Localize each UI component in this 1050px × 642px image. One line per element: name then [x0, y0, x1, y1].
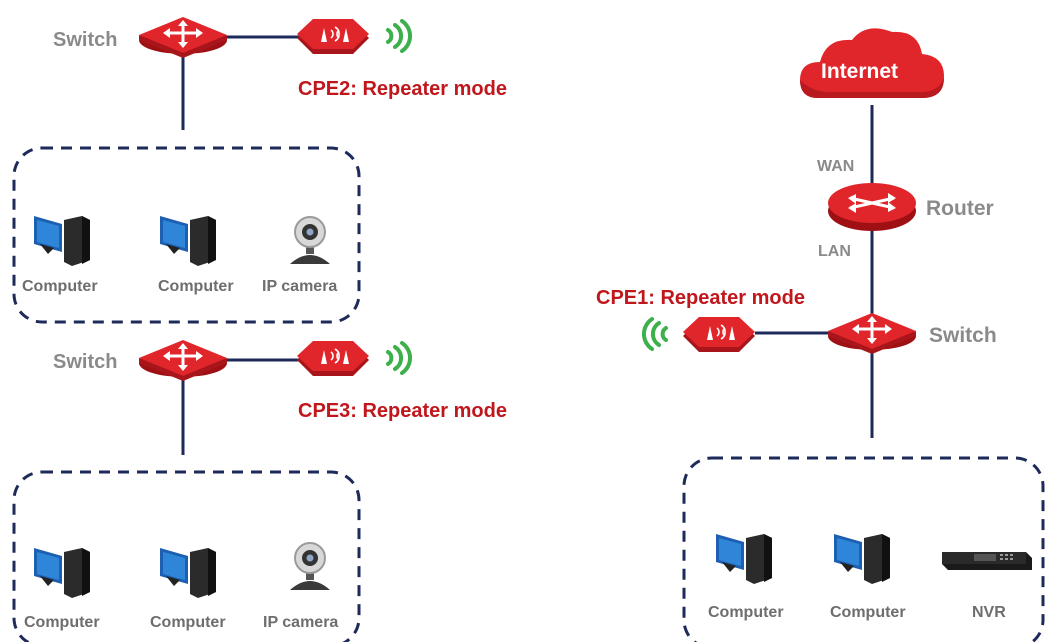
lan-label: LAN	[818, 243, 851, 260]
wifi-waves-icon	[386, 19, 412, 53]
cpe2-label: CPE2: Repeater mode	[298, 78, 507, 100]
cloud-icon	[800, 28, 944, 98]
switch-top-label: Switch	[53, 29, 117, 51]
ip-camera-icon	[289, 542, 331, 591]
device-label: Computer	[158, 278, 234, 295]
device-label: Computer	[708, 604, 784, 621]
computer-icon	[34, 548, 90, 598]
cpe3-label: CPE3: Repeater mode	[298, 400, 507, 422]
device-label: Computer	[150, 614, 226, 631]
wifi-waves-icon	[642, 317, 668, 351]
internet-label: Internet	[821, 60, 898, 83]
group-box-bottom-right	[682, 456, 1045, 642]
device-label: IP camera	[262, 278, 337, 295]
computer-icon	[834, 534, 890, 584]
switch-icon	[137, 338, 229, 383]
wifi-waves-icon	[386, 341, 412, 375]
switch-middle-label: Switch	[53, 351, 117, 373]
cpe-icon	[682, 316, 756, 353]
computer-icon	[716, 534, 772, 584]
switch-icon	[137, 15, 229, 60]
cpe-icon	[296, 340, 370, 377]
cpe-icon	[296, 18, 370, 55]
links	[181, 35, 874, 455]
wan-label: WAN	[817, 158, 854, 175]
computer-icon	[34, 216, 90, 266]
computer-icon	[160, 548, 216, 598]
nvr-icon	[942, 552, 1032, 570]
device-label: Computer	[22, 278, 98, 295]
device-label: Computer	[830, 604, 906, 621]
computer-icon	[160, 216, 216, 266]
device-label: Computer	[24, 614, 100, 631]
switch-right-label: Switch	[929, 324, 997, 347]
ip-camera-icon	[289, 216, 331, 265]
cpe1-label: CPE1: Repeater mode	[596, 287, 805, 309]
device-label: IP camera	[263, 614, 338, 631]
switch-icon	[826, 311, 918, 356]
device-label: NVR	[972, 604, 1006, 621]
router-label: Router	[926, 197, 994, 220]
router-icon	[826, 181, 918, 233]
